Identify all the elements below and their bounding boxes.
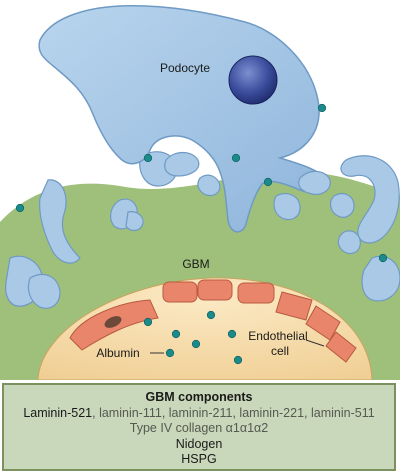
albumin-dot — [171, 329, 181, 339]
left-foot-processes — [5, 151, 178, 309]
collagen-line: Type IV collagen α1α1α2 — [129, 421, 269, 435]
albumin-dot — [231, 153, 241, 163]
endothelial-nucleus — [104, 316, 122, 328]
albumin-molecules — [15, 103, 388, 365]
gbm-label: GBM — [182, 257, 209, 271]
albumin-dot — [143, 153, 153, 163]
albumin-dot — [378, 253, 388, 263]
gbm-components-title: GBM components — [145, 390, 253, 404]
laminin-line: Laminin-521, laminin-111, laminin-211, l… — [4, 406, 394, 422]
endothelial-leader-line — [305, 339, 325, 347]
albumin-dot — [206, 310, 216, 320]
albumin-dot — [227, 329, 237, 339]
podocyte-foot-processes — [164, 151, 331, 221]
endothelial-segment — [237, 282, 275, 304]
albumin-dot — [143, 317, 153, 327]
podocyte-nucleus — [228, 55, 278, 105]
endothelial-segment — [325, 331, 357, 363]
endothelial-label-line2: cell — [271, 344, 289, 358]
gbm-components-panel: GBM components Laminin-521, laminin-111,… — [2, 383, 396, 471]
podocyte-label: Podocyte — [160, 61, 210, 75]
endothelial-label-line1: Endothelial — [248, 329, 307, 343]
albumin-dot — [263, 177, 273, 187]
endothelial-segment — [162, 281, 198, 303]
right-foot-processes — [329, 155, 400, 302]
albumin-dot — [233, 355, 243, 365]
albumin-dot — [15, 203, 25, 213]
laminin-others: , laminin-111, laminin-211, laminin-221,… — [92, 405, 375, 420]
albumin-dot — [317, 103, 327, 113]
endothelial-segment — [275, 291, 313, 321]
hspg-line: HSPG — [181, 452, 217, 466]
laminin-521: Laminin-521 — [23, 405, 93, 420]
nidogen-line: Nidogen — [175, 436, 223, 451]
endothelial-segment — [197, 279, 233, 301]
albumin-dot — [165, 348, 175, 358]
glomerular-filtration-barrier-diagram: Podocyte GBM Albumin Endothelial cell — [0, 4, 400, 380]
albumin-dot — [191, 339, 201, 349]
albumin-label: Albumin — [96, 346, 139, 360]
